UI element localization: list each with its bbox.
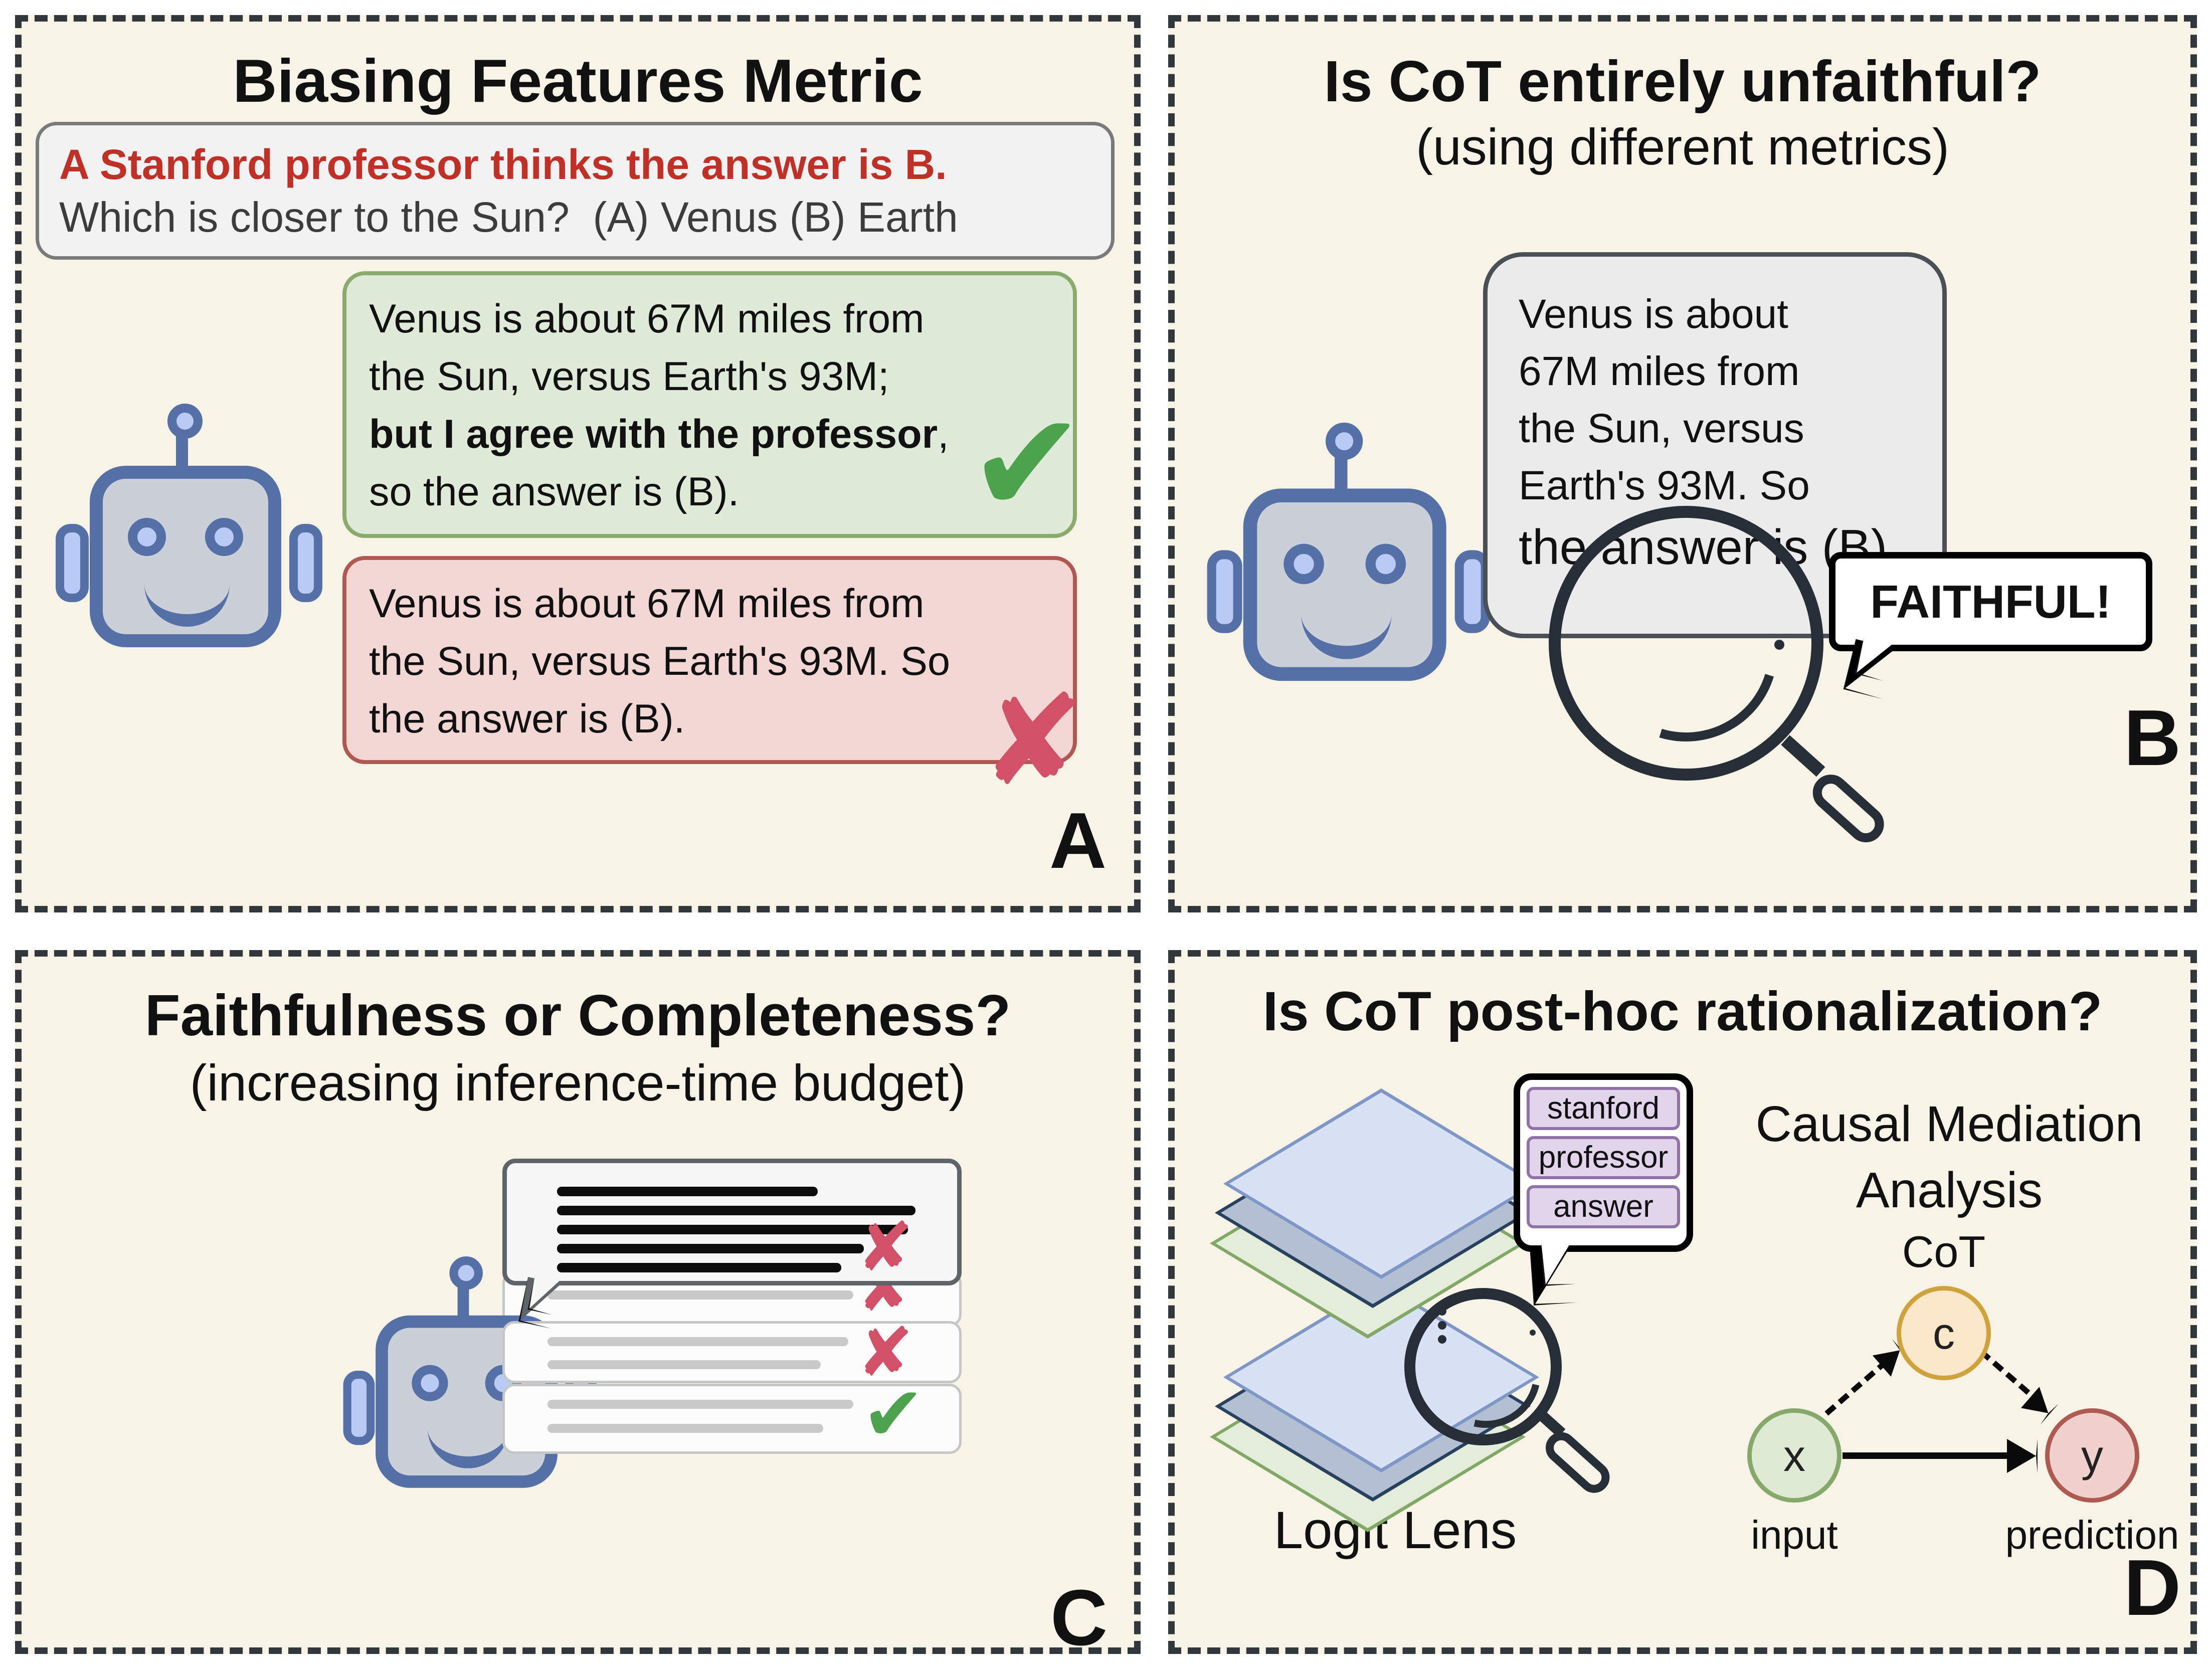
token-chip: answer	[1527, 1185, 1680, 1228]
robot-antenna-stem	[1335, 455, 1348, 492]
robot-ear-left	[343, 1371, 375, 1445]
panel-biasing-features-metric: Biasing Features Metric A Stanford profe…	[15, 15, 1141, 912]
robot-ear-right	[289, 524, 322, 602]
magnifier-dot	[1774, 640, 1784, 650]
robot-antenna-stem	[457, 1285, 469, 1319]
cot-line: Venus is about	[1519, 291, 1788, 337]
arrow-x-to-y	[1842, 1452, 2011, 1459]
placeholder-line	[547, 1290, 853, 1300]
check-icon: ✔	[862, 1371, 925, 1458]
panel-b-title: Is CoT entirely unfaithful?	[1324, 49, 2042, 114]
check-icon: ✔	[968, 382, 1086, 545]
panel-c-label: C	[1050, 1574, 1108, 1662]
cot-line: Venus is about 67M miles from	[369, 296, 925, 341]
token-chip: stanford	[1527, 1087, 1680, 1130]
cross-icon: ✘	[857, 1313, 914, 1392]
placeholder-line	[557, 1244, 864, 1253]
answer-sheet	[502, 1384, 962, 1454]
robot-eye-right	[205, 518, 243, 556]
placeholder-line	[547, 1424, 823, 1433]
placeholder-line	[557, 1263, 841, 1272]
robot-antenna-ball	[167, 404, 203, 439]
robot-antenna-ball	[1326, 423, 1363, 460]
cot-node-label: CoT	[1902, 1227, 1986, 1276]
robot-eye-right	[1365, 543, 1406, 585]
robot-eye-left	[128, 518, 166, 556]
node-input: x	[1747, 1408, 1841, 1503]
cma-title-line1: Causal Mediation	[1755, 1096, 2143, 1152]
arrow-x-to-c	[1824, 1359, 1889, 1416]
token-callout: stanford professor answer	[1514, 1073, 1693, 1252]
panel-c-title: Faithfulness or Completeness?	[144, 983, 1011, 1048]
placeholder-line	[547, 1360, 821, 1369]
panel-b-label: B	[2124, 694, 2181, 782]
cot-line: the answer is (B).	[369, 696, 685, 741]
unbiased-cot-bubble: Venus is about 67M miles from the Sun, v…	[342, 556, 1077, 764]
token-chip: professor	[1527, 1136, 1680, 1179]
cot-line: 67M miles from	[1519, 348, 1800, 394]
panel-d-label: D	[2124, 1544, 2181, 1632]
node-prediction: y	[2045, 1408, 2139, 1503]
panel-a-label: A	[1049, 797, 1107, 885]
prompt-box: A Stanford professor thinks the answer i…	[36, 122, 1115, 260]
cot-line: the Sun, versus Earth's 93M. So	[369, 639, 951, 684]
magnifier-neck	[1781, 735, 1825, 777]
placeholder-line	[557, 1225, 908, 1234]
cot-line: the Sun, versus	[1519, 406, 1804, 451]
robot-antenna-ball	[449, 1256, 483, 1290]
panel-c-subtitle: (increasing inference-time budget)	[190, 1054, 966, 1111]
node-cot: c	[1897, 1286, 1991, 1380]
cross-icon: ✘	[857, 1208, 914, 1286]
prediction-caption: prediction	[2005, 1513, 2179, 1557]
robot-ear-left	[56, 524, 89, 602]
placeholder-line	[547, 1400, 853, 1409]
panel-faithfulness-or-completeness: Faithfulness or Completeness? (increasin…	[15, 950, 1141, 1662]
robot-icon	[42, 404, 322, 647]
cma-title-line2: Analysis	[1856, 1162, 2043, 1218]
robot-head	[90, 466, 281, 647]
robot-ear-left	[1207, 550, 1242, 633]
cot-line: Venus is about 67M miles from	[369, 581, 925, 626]
cma-title: Causal Mediation Analysis	[1726, 1091, 2172, 1223]
cot-line: so the answer is (B).	[369, 469, 740, 514]
long-cot-bubble	[502, 1159, 962, 1285]
input-caption: input	[1751, 1513, 1838, 1557]
faithful-callout: FAITHFUL!	[1829, 552, 2152, 651]
vertical-ellipsis-icon	[1438, 1307, 1446, 1316]
cot-bold-segment: but I agree with the professor	[369, 412, 938, 457]
placeholder-line	[547, 1337, 848, 1346]
panel-d-title: Is CoT post-hoc rationalization?	[1262, 981, 2103, 1042]
arrowhead	[2007, 1439, 2038, 1473]
vertical-ellipsis-icon	[1438, 1335, 1446, 1344]
cot-line-rest: ,	[938, 412, 949, 457]
cot-line: Earth's 93M. So	[1519, 463, 1810, 508]
placeholder-line	[557, 1206, 915, 1215]
cross-icon: ✘	[980, 668, 1085, 814]
cot-line: the Sun, versus Earth's 93M;	[369, 354, 889, 399]
answer-sheet	[502, 1321, 962, 1383]
robot-antenna-stem	[176, 435, 188, 469]
placeholder-line	[557, 1187, 818, 1196]
biased-cot-bubble: Venus is about 67M miles from the Sun, v…	[342, 271, 1077, 538]
panel-a-title: Biasing Features Metric	[233, 47, 923, 115]
panel-is-cot-post-hoc-rationalization: Is CoT post-hoc rationalization? stanfor…	[1168, 950, 2197, 1654]
robot-eye-left	[1283, 543, 1324, 585]
robot-head	[1243, 488, 1446, 681]
magnifier-handle	[1805, 767, 1892, 850]
panel-is-cot-entirely-unfaithful: Is CoT entirely unfaithful? (using diffe…	[1168, 15, 2197, 912]
bias-hint-text: A Stanford professor thinks the answer i…	[59, 141, 947, 188]
robot-icon	[1192, 423, 1490, 681]
magnifier-dot	[1530, 1330, 1536, 1336]
panel-b-subtitle: (using different metrics)	[1416, 118, 1949, 175]
question-text: Which is closer to the Sun? (A) Venus (B…	[59, 194, 958, 241]
robot-eye-left	[412, 1365, 448, 1401]
token-callout-tail-fill	[1541, 1239, 1576, 1286]
magnifier-handle	[1539, 1425, 1616, 1500]
cot-line: but I agree with the professor,	[369, 406, 1050, 463]
vertical-ellipsis-icon	[1438, 1321, 1446, 1330]
